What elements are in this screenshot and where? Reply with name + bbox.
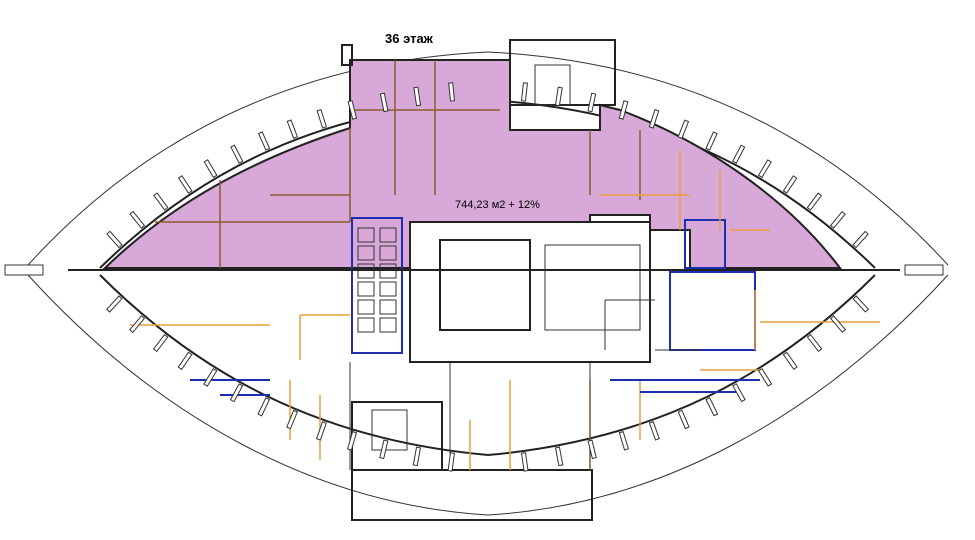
facade-fin — [106, 295, 123, 313]
facade-fin — [732, 383, 746, 403]
facade-fin — [177, 175, 193, 194]
facade-fin — [129, 210, 146, 229]
highlight-partitions — [155, 60, 641, 268]
facade-fin — [230, 144, 244, 164]
facade-fin — [677, 409, 690, 430]
toilet-stall — [357, 281, 375, 297]
facade-fin — [732, 144, 746, 164]
lower-partitions-blue — [190, 379, 270, 396]
facade-fin — [152, 333, 169, 353]
facade-fin — [829, 315, 847, 333]
facade-fin — [587, 92, 597, 113]
area-label: 744,23 м2 + 12% — [455, 199, 540, 211]
facade-fin — [757, 368, 773, 387]
facade-fin — [203, 368, 218, 387]
facade-fin — [346, 430, 358, 451]
toilet-block — [351, 217, 403, 354]
facade-fin — [782, 351, 798, 371]
lower-room-walls — [349, 299, 700, 470]
top-stair — [534, 64, 571, 106]
lower-partitions-left — [130, 314, 350, 460]
toilet-stall — [379, 245, 397, 261]
shaft-left — [439, 239, 531, 331]
facade-fin — [129, 315, 146, 333]
outer-facade-bottom — [27, 274, 949, 516]
toilet-stall — [379, 299, 397, 315]
facade-fin — [379, 439, 389, 460]
facade-fin — [177, 351, 193, 371]
facade-fin — [648, 421, 660, 441]
bottom-stair — [371, 409, 408, 451]
shaft-right — [544, 244, 641, 331]
lower-partitions-right — [700, 290, 880, 371]
facade-fin — [316, 109, 328, 129]
facade-fin — [347, 100, 358, 120]
central-core — [409, 221, 651, 363]
facade-fin — [447, 452, 456, 472]
facade-fin — [286, 119, 299, 139]
facade-fin — [203, 159, 218, 179]
facade-fin — [757, 159, 772, 179]
facade-fin — [618, 100, 629, 120]
right-upper-wet-zone — [684, 219, 726, 269]
facade-fin — [587, 439, 597, 460]
facade-fins — [106, 82, 870, 472]
facade-fin — [153, 192, 169, 211]
toilet-stall — [379, 227, 397, 243]
bottom-annex — [351, 469, 593, 521]
facade-fin — [520, 82, 528, 102]
facade-fin — [106, 230, 123, 249]
facade-fin — [648, 109, 660, 129]
facade-fin — [257, 397, 271, 417]
bottom-stair-core — [351, 401, 443, 471]
toilet-stall — [357, 245, 375, 261]
facade-fin — [286, 409, 298, 430]
right-wet-zone — [669, 271, 756, 351]
facade-fin — [413, 86, 422, 107]
facade-fin — [852, 295, 870, 313]
facade-fin — [554, 86, 563, 107]
lower-partitions-right-blue — [610, 379, 760, 393]
facade-fin — [618, 430, 630, 451]
facade-fin — [705, 397, 719, 417]
toilet-stall — [379, 281, 397, 297]
toilet-stall — [357, 317, 375, 333]
outer-facade-top — [27, 51, 949, 266]
toilet-stall — [379, 317, 397, 333]
facade-fin — [448, 82, 456, 102]
facade-fin — [554, 446, 564, 467]
top-left-tower — [341, 44, 353, 66]
facade-fin — [412, 446, 422, 467]
facade-fin — [852, 230, 869, 249]
toilet-stall — [357, 299, 375, 315]
lower-partitions-center — [469, 380, 641, 470]
left-connector — [4, 264, 44, 276]
facade-fin — [229, 383, 244, 403]
floor-title: 36 этаж — [385, 31, 433, 46]
facade-fin — [257, 131, 271, 151]
facade-fin — [806, 333, 823, 353]
facade-fin — [829, 210, 846, 229]
toilet-stall — [357, 227, 375, 243]
facade-fin — [315, 421, 327, 441]
facade-fin — [705, 131, 718, 151]
facade-fin — [806, 192, 823, 211]
highlighted-area — [102, 59, 843, 269]
orange-partitions-top — [600, 150, 770, 231]
inner-facade-bottom — [99, 274, 876, 457]
facade-fin — [379, 92, 389, 113]
facade-fin — [782, 175, 798, 194]
facade-fin — [677, 119, 690, 139]
right-connector — [904, 264, 944, 276]
facade-fin — [520, 452, 529, 472]
